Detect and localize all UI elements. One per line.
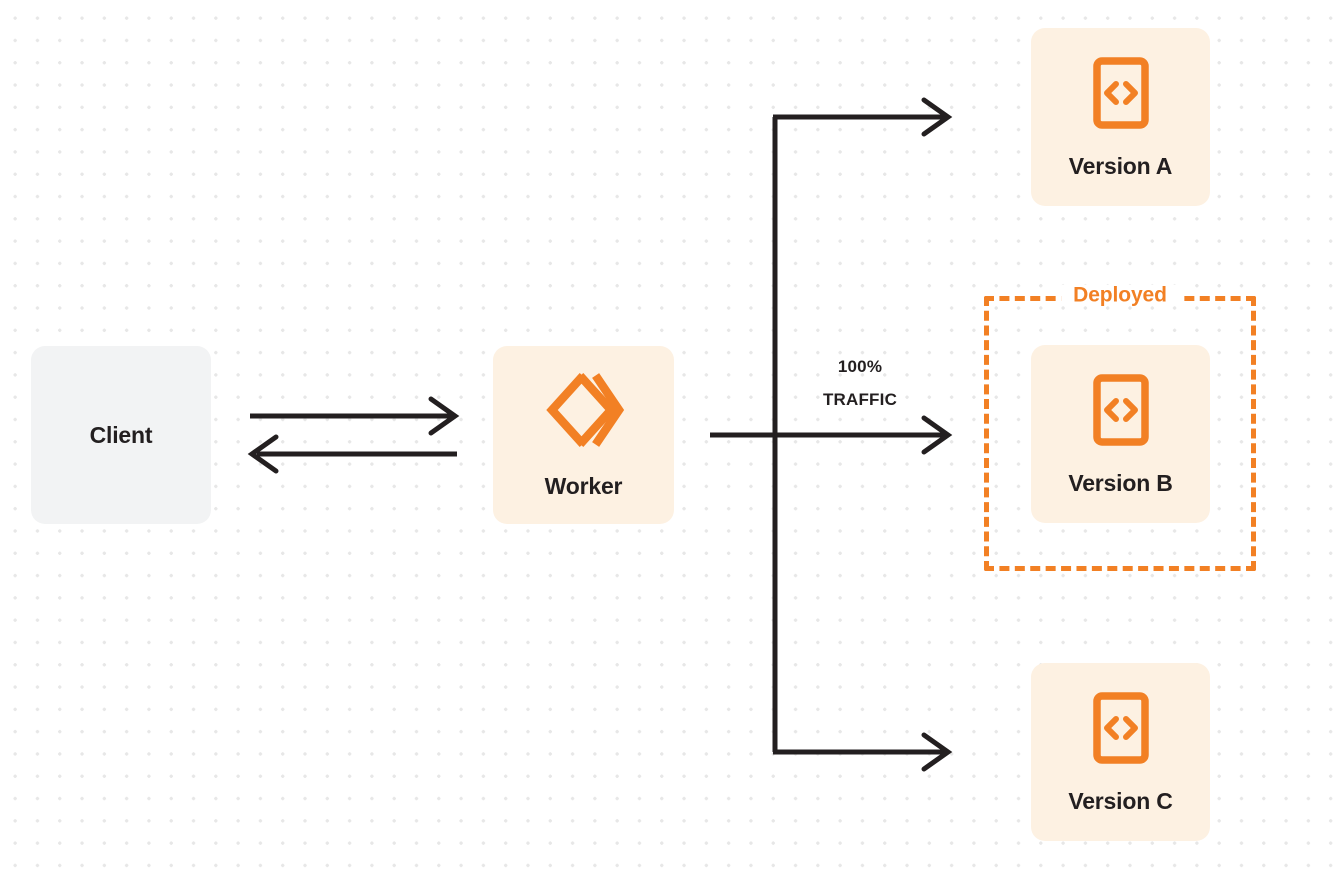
code-file-icon bbox=[1092, 691, 1150, 770]
trunk-to-version-c-arrow bbox=[773, 732, 953, 772]
workers-logo-icon bbox=[543, 372, 625, 453]
node-version-a-label: Version A bbox=[1068, 153, 1173, 179]
node-version-a[interactable]: Version A bbox=[1031, 28, 1210, 206]
node-version-b[interactable]: Version B bbox=[1031, 345, 1210, 523]
node-version-c[interactable]: Version C bbox=[1031, 663, 1210, 841]
node-worker[interactable]: Worker bbox=[493, 346, 674, 524]
worker-to-client-arrow bbox=[247, 434, 457, 474]
node-version-b-label: Version B bbox=[1068, 470, 1173, 496]
traffic-percent: 100% bbox=[837, 357, 883, 376]
node-client-label: Client bbox=[89, 421, 153, 448]
trunk-to-version-a-arrow bbox=[773, 97, 953, 137]
worker-to-version-b-arrow bbox=[710, 415, 953, 455]
node-version-c-label: Version C bbox=[1068, 788, 1173, 814]
traffic-word: TRAFFIC bbox=[822, 390, 898, 410]
client-to-worker-arrow bbox=[250, 396, 460, 436]
deployed-group-label: Deployed bbox=[1061, 284, 1179, 306]
code-file-icon bbox=[1092, 373, 1150, 452]
traffic-label: 100% TRAFFIC bbox=[795, 350, 925, 416]
node-client[interactable]: Client bbox=[31, 346, 211, 524]
deployed-group: Deployed bbox=[984, 284, 1256, 571]
code-file-icon bbox=[1092, 56, 1150, 135]
node-worker-label: Worker bbox=[544, 473, 623, 499]
